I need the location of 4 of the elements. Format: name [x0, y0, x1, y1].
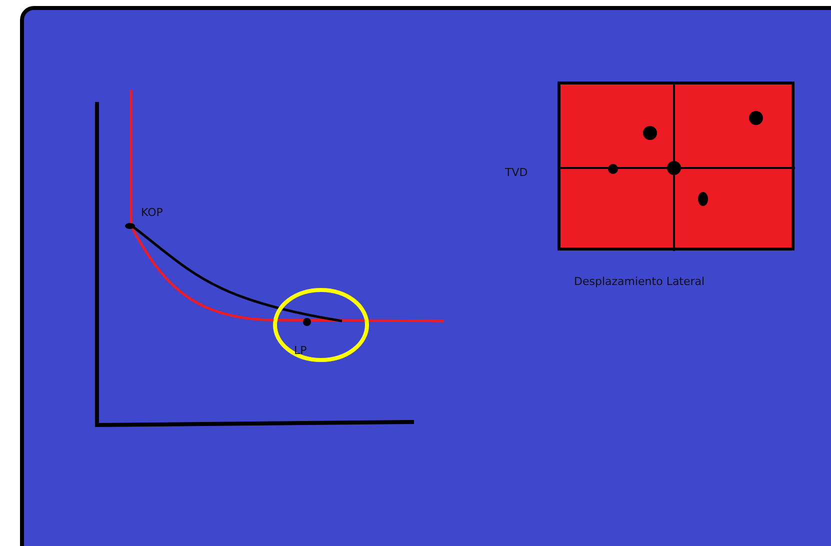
axis-label: TVD	[505, 166, 528, 179]
axis-label: Desplazamiento Lateral	[574, 275, 705, 288]
point-label: LP	[294, 344, 307, 357]
point-label: KOP	[141, 206, 163, 219]
